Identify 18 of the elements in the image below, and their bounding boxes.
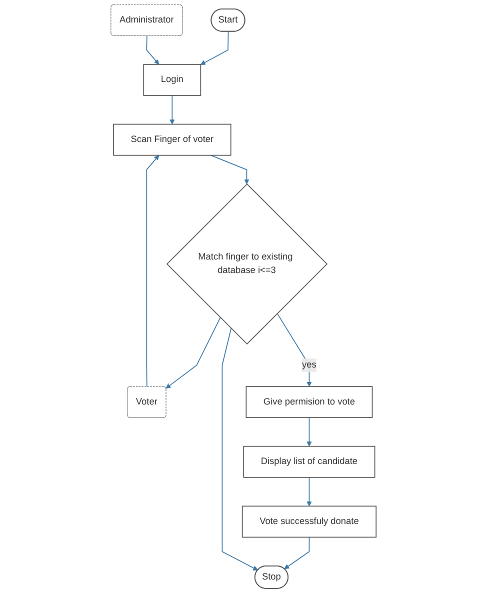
- arrow: [306, 417, 312, 447]
- arrow: [222, 328, 258, 570]
- arrow: [170, 95, 175, 124]
- node-box: Login: [143, 64, 202, 96]
- node-diamond: Match finger to existing database i<=3: [166, 183, 328, 345]
- arrow: [210, 154, 250, 184]
- node-box: Vote successfuly donate: [242, 506, 376, 538]
- arrow: [166, 317, 221, 389]
- arrow: [284, 536, 310, 570]
- node-box: Display list of candidate: [243, 446, 376, 478]
- node-box: Give permision to vote: [246, 386, 373, 418]
- arrow: [146, 36, 160, 65]
- arrow: [276, 313, 312, 387]
- arrow: [306, 476, 312, 506]
- edge-label: yes: [302, 360, 316, 370]
- arrow: [146, 155, 160, 388]
- arrow: [200, 31, 229, 65]
- node-box: Scan Finger of voter: [113, 124, 232, 156]
